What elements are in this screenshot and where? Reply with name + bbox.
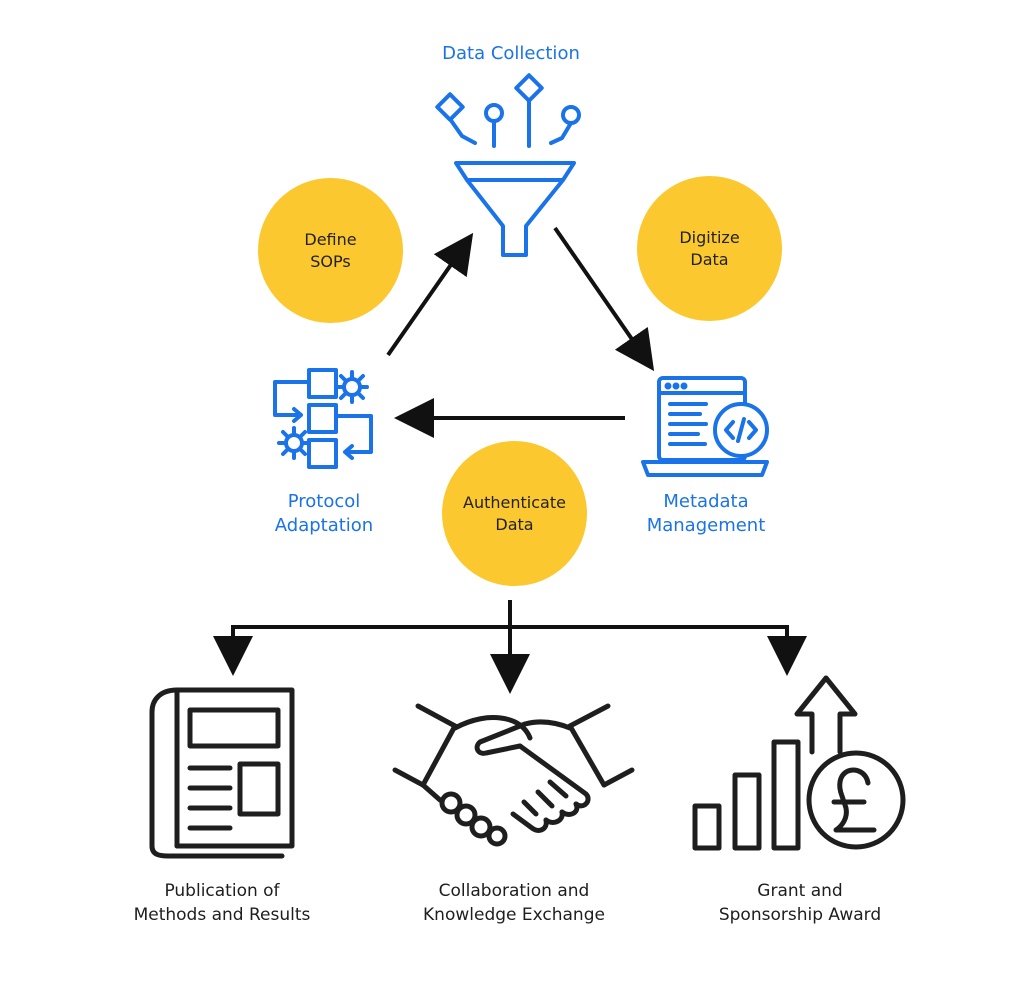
metadata-management-label: Metadata Management <box>646 491 766 536</box>
newspaper-icon <box>149 687 295 859</box>
outcome-grant-label: Grant and Sponsorship Award <box>718 881 882 925</box>
step-authenticate-data: Authenticate Data <box>442 441 587 586</box>
step-define-sops: Define SOPs <box>258 178 403 323</box>
arrow-protocol-to-collection <box>386 232 474 357</box>
outcome-collaboration-label: Collaboration and Knowledge Exchange <box>423 881 605 925</box>
step-define-sops-label: Define SOPs <box>304 229 357 271</box>
pound-growth-chart-icon <box>692 675 906 851</box>
workflow-gears-icon <box>273 368 373 469</box>
handshake-icon <box>392 703 635 847</box>
funnel-icon <box>435 73 581 257</box>
outcome-publication-label: Publication of Methods and Results <box>133 881 311 925</box>
data-collection-label: Data Collection <box>442 43 580 64</box>
cycle-arrows <box>386 226 655 438</box>
step-authenticate-data-label: Authenticate Data <box>463 492 566 534</box>
arrow-collection-to-metadata <box>553 226 655 372</box>
step-digitize-data: Digitize Data <box>637 176 782 321</box>
outcome-arrows <box>213 600 807 694</box>
step-digitize-data-label: Digitize Data <box>679 227 740 269</box>
code-screen-icon <box>641 376 769 477</box>
protocol-adaptation-label: Protocol Adaptation <box>274 491 374 536</box>
